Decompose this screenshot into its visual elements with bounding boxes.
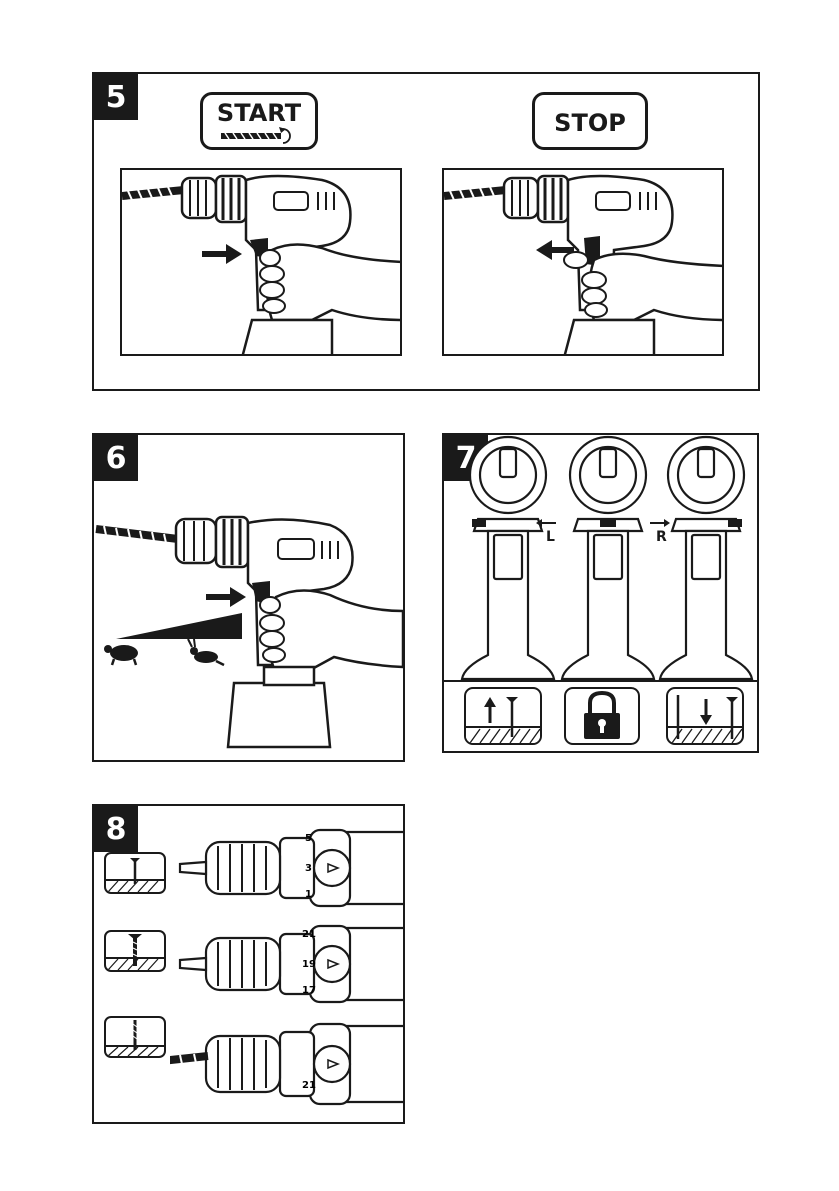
turtle-icon [104,645,138,665]
variable-speed-illustration [94,435,403,760]
small-screw-icon [106,854,164,892]
figure-8-number: 8 [94,806,138,852]
dial-1-top: 5 [305,833,312,844]
figure-5-number: 5 [94,74,138,120]
reverse-mode-box [464,687,542,745]
dial-2-mid: 19 [302,959,316,970]
screw-out-icon [466,689,540,743]
dial-2-top: 21 [302,929,316,940]
torque-settings-illustration [170,824,403,1124]
figure-6-panel: 6 [92,433,405,762]
drill-bit-icon [221,125,301,147]
rotation-arrow-icon [283,129,290,143]
small-screw-mode-box [104,852,166,894]
large-screw-icon [106,932,164,970]
dial-1-bottom: 1 [305,889,312,900]
drill-bit-mode-icon [106,1018,164,1056]
padlock-icon [566,689,638,743]
dial-2-bottom: 17 [302,985,316,996]
figure-8-panel: 8 [92,804,405,1124]
forward-mode-box [666,687,744,745]
start-label: START [200,92,318,150]
drill-trigger-pressed-illustration [120,168,402,356]
screw-in-icon [668,689,742,743]
stop-text: STOP [554,109,626,137]
rabbit-icon [188,639,224,665]
drill-mode-box [104,1016,166,1058]
figure-7-panel: 7 [442,433,759,753]
stop-label: STOP [532,92,648,150]
start-text: START [217,99,301,127]
drill-trigger-released-illustration [442,168,724,356]
right-direction-label: R [656,529,667,545]
left-direction-label: L [546,529,555,545]
large-screw-mode-box [104,930,166,972]
dial-3-bottom: 21 [302,1080,316,1091]
dial-1-mid: 3 [305,863,312,874]
figure-5-panel: 5 START STOP [92,72,760,391]
lock-mode-box [564,687,640,745]
